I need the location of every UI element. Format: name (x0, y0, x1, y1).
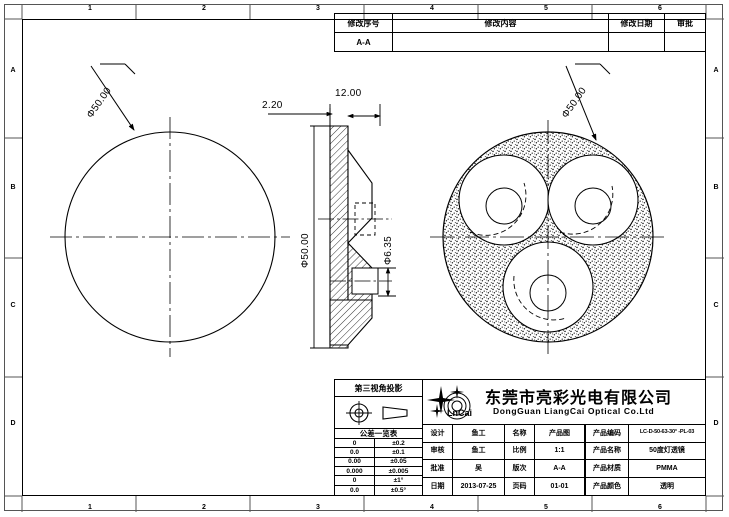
zone-label-bottom-3: 3 (316, 504, 320, 511)
tolerance-nominal: 0 (335, 439, 375, 448)
meta-key-checker: 审核 (423, 442, 453, 460)
meta-value-name: 产品图 (535, 425, 585, 443)
zone-label-bottom-6: 6 (658, 504, 662, 511)
meta-key-revision: 版次 (505, 460, 535, 478)
tolerance-nominal: 0 (335, 476, 375, 485)
tolerance-nominal: 0.000 (335, 466, 375, 476)
meta-value-approver: 吴 (453, 460, 505, 478)
tolerance-value: ±0.1 (392, 448, 405, 456)
section-bore-diameter-label: Φ6.35 (383, 236, 394, 265)
meta-value-checker: 鱼工 (453, 442, 505, 460)
zone-label-bottom-4: 4 (430, 504, 434, 511)
projection-label: 第三视角投影 (335, 380, 422, 397)
meta-key-designer: 设计 (423, 425, 453, 443)
zone-label-top-4: 4 (430, 5, 434, 12)
tolerance-row: 0.000 ±0.005 (335, 466, 422, 477)
zone-label-left-c: C (10, 302, 16, 309)
title-block-left-column: 第三视角投影 公差一览表 0 ±0.2 0.0 ±0.1 (335, 380, 423, 495)
title-block: 第三视角投影 公差一览表 0 ±0.2 0.0 ±0.1 (334, 379, 706, 496)
zone-label-top-3: 3 (316, 5, 320, 12)
zone-label-left-b: B (10, 184, 16, 191)
tolerance-nominal: 0.00 (335, 457, 375, 466)
section-outer-diameter-label: Φ50.00 (300, 233, 311, 268)
meta-key-scale: 比例 (505, 442, 535, 460)
title-block-right-column: LnCai 东莞市亮彩光电有限公司 DongGuan LiangCai Opti… (423, 380, 705, 495)
revision-header-no: 修改序号 (335, 14, 393, 33)
company-banner: LnCai 东莞市亮彩光电有限公司 DongGuan LiangCai Opti… (423, 380, 705, 425)
meta-value-color: 透明 (660, 482, 674, 490)
meta-key-material: 产品材质 (585, 460, 629, 478)
tolerance-value: ±0.05 (390, 458, 407, 466)
zone-label-left-a: A (10, 67, 16, 74)
tolerance-row: 0.00 ±0.05 (335, 457, 422, 467)
meta-value-revision: A-A (535, 460, 585, 478)
revision-header-content: 修改内容 (393, 14, 609, 33)
zone-label-top-2: 2 (202, 5, 206, 12)
zone-label-bottom-5: 5 (544, 504, 548, 511)
revision-header-date: 修改日期 (609, 14, 665, 33)
meta-value-material: PMMA (629, 460, 705, 478)
meta-value-page: 01-01 (535, 477, 585, 495)
tolerance-value: ±0.005 (388, 467, 409, 475)
title-block-metadata: 设计 鱼工 名称 产品图 产品编码 LC-D-50-63-30° -PL-03 … (423, 425, 705, 495)
revision-row-date (609, 33, 665, 52)
company-name-cn: 东莞市亮彩光电有限公司 (485, 390, 673, 407)
meta-value-product-code: LC-D-50-63-30° -PL-03 (629, 425, 705, 443)
revision-table: 修改序号 修改内容 修改日期 审批 A-A (334, 13, 706, 52)
tolerance-row: 0.0 ±0.5° (335, 485, 422, 495)
revision-header-approver: 审批 (665, 14, 705, 33)
company-logo-icon: LnCai (427, 384, 483, 420)
third-angle-projection-symbol (335, 397, 422, 429)
zone-label-right-b: B (713, 184, 719, 191)
company-name-en: DongGuan LiangCai Optical Co.Ltd (493, 406, 655, 416)
tolerance-table: 0 ±0.2 0.0 ±0.1 0.00 ±0.05 0.000 ±0.005 … (335, 439, 422, 495)
meta-key-product-code: 产品编码 (585, 425, 629, 443)
tolerance-nominal: 0.0 (335, 485, 375, 495)
tolerance-table-title: 公差一览表 (335, 429, 422, 439)
meta-value-scale: 1:1 (535, 442, 585, 460)
zone-label-bottom-2: 2 (202, 504, 206, 511)
meta-key-product-name: 产品名称 (585, 442, 629, 460)
meta-value-product-name: 50度灯透镜 (629, 443, 705, 460)
svg-text:LnCai: LnCai (447, 408, 472, 418)
zone-label-right-d: D (713, 420, 719, 427)
meta-key-approver: 批准 (423, 460, 453, 478)
zone-label-top-1: 1 (88, 5, 92, 12)
meta-key-name: 名称 (505, 425, 535, 443)
zone-label-right-c: C (713, 302, 719, 309)
tolerance-value: ±1° (393, 476, 404, 484)
meta-value-designer: 鱼工 (453, 425, 505, 443)
revision-row-approver (665, 33, 705, 52)
tolerance-row: 0 ±1° (335, 476, 422, 486)
zone-label-left-d: D (10, 420, 16, 427)
revision-row-no: A-A (335, 33, 393, 52)
meta-key-color: 产品颜色 (585, 477, 629, 495)
tolerance-row: 0 ±0.2 (335, 439, 422, 449)
meta-key-date: 日期 (423, 477, 453, 495)
tolerance-value: ±0.5° (390, 486, 407, 494)
zone-label-top-6: 6 (658, 5, 662, 12)
meta-key-page: 页码 (505, 477, 535, 495)
meta-value-date: 2013-07-25 (453, 477, 505, 495)
revision-row-content (393, 33, 609, 52)
zone-label-right-a: A (713, 67, 719, 74)
tolerance-value: ±0.2 (392, 439, 405, 447)
section-overall-length-label: 12.00 (335, 88, 362, 99)
zone-label-top-5: 5 (544, 5, 548, 12)
zone-label-bottom-1: 1 (88, 504, 92, 511)
tolerance-nominal: 0.0 (335, 448, 375, 457)
section-flange-thickness-label: 2.20 (262, 100, 283, 111)
tolerance-row: 0.0 ±0.1 (335, 448, 422, 458)
